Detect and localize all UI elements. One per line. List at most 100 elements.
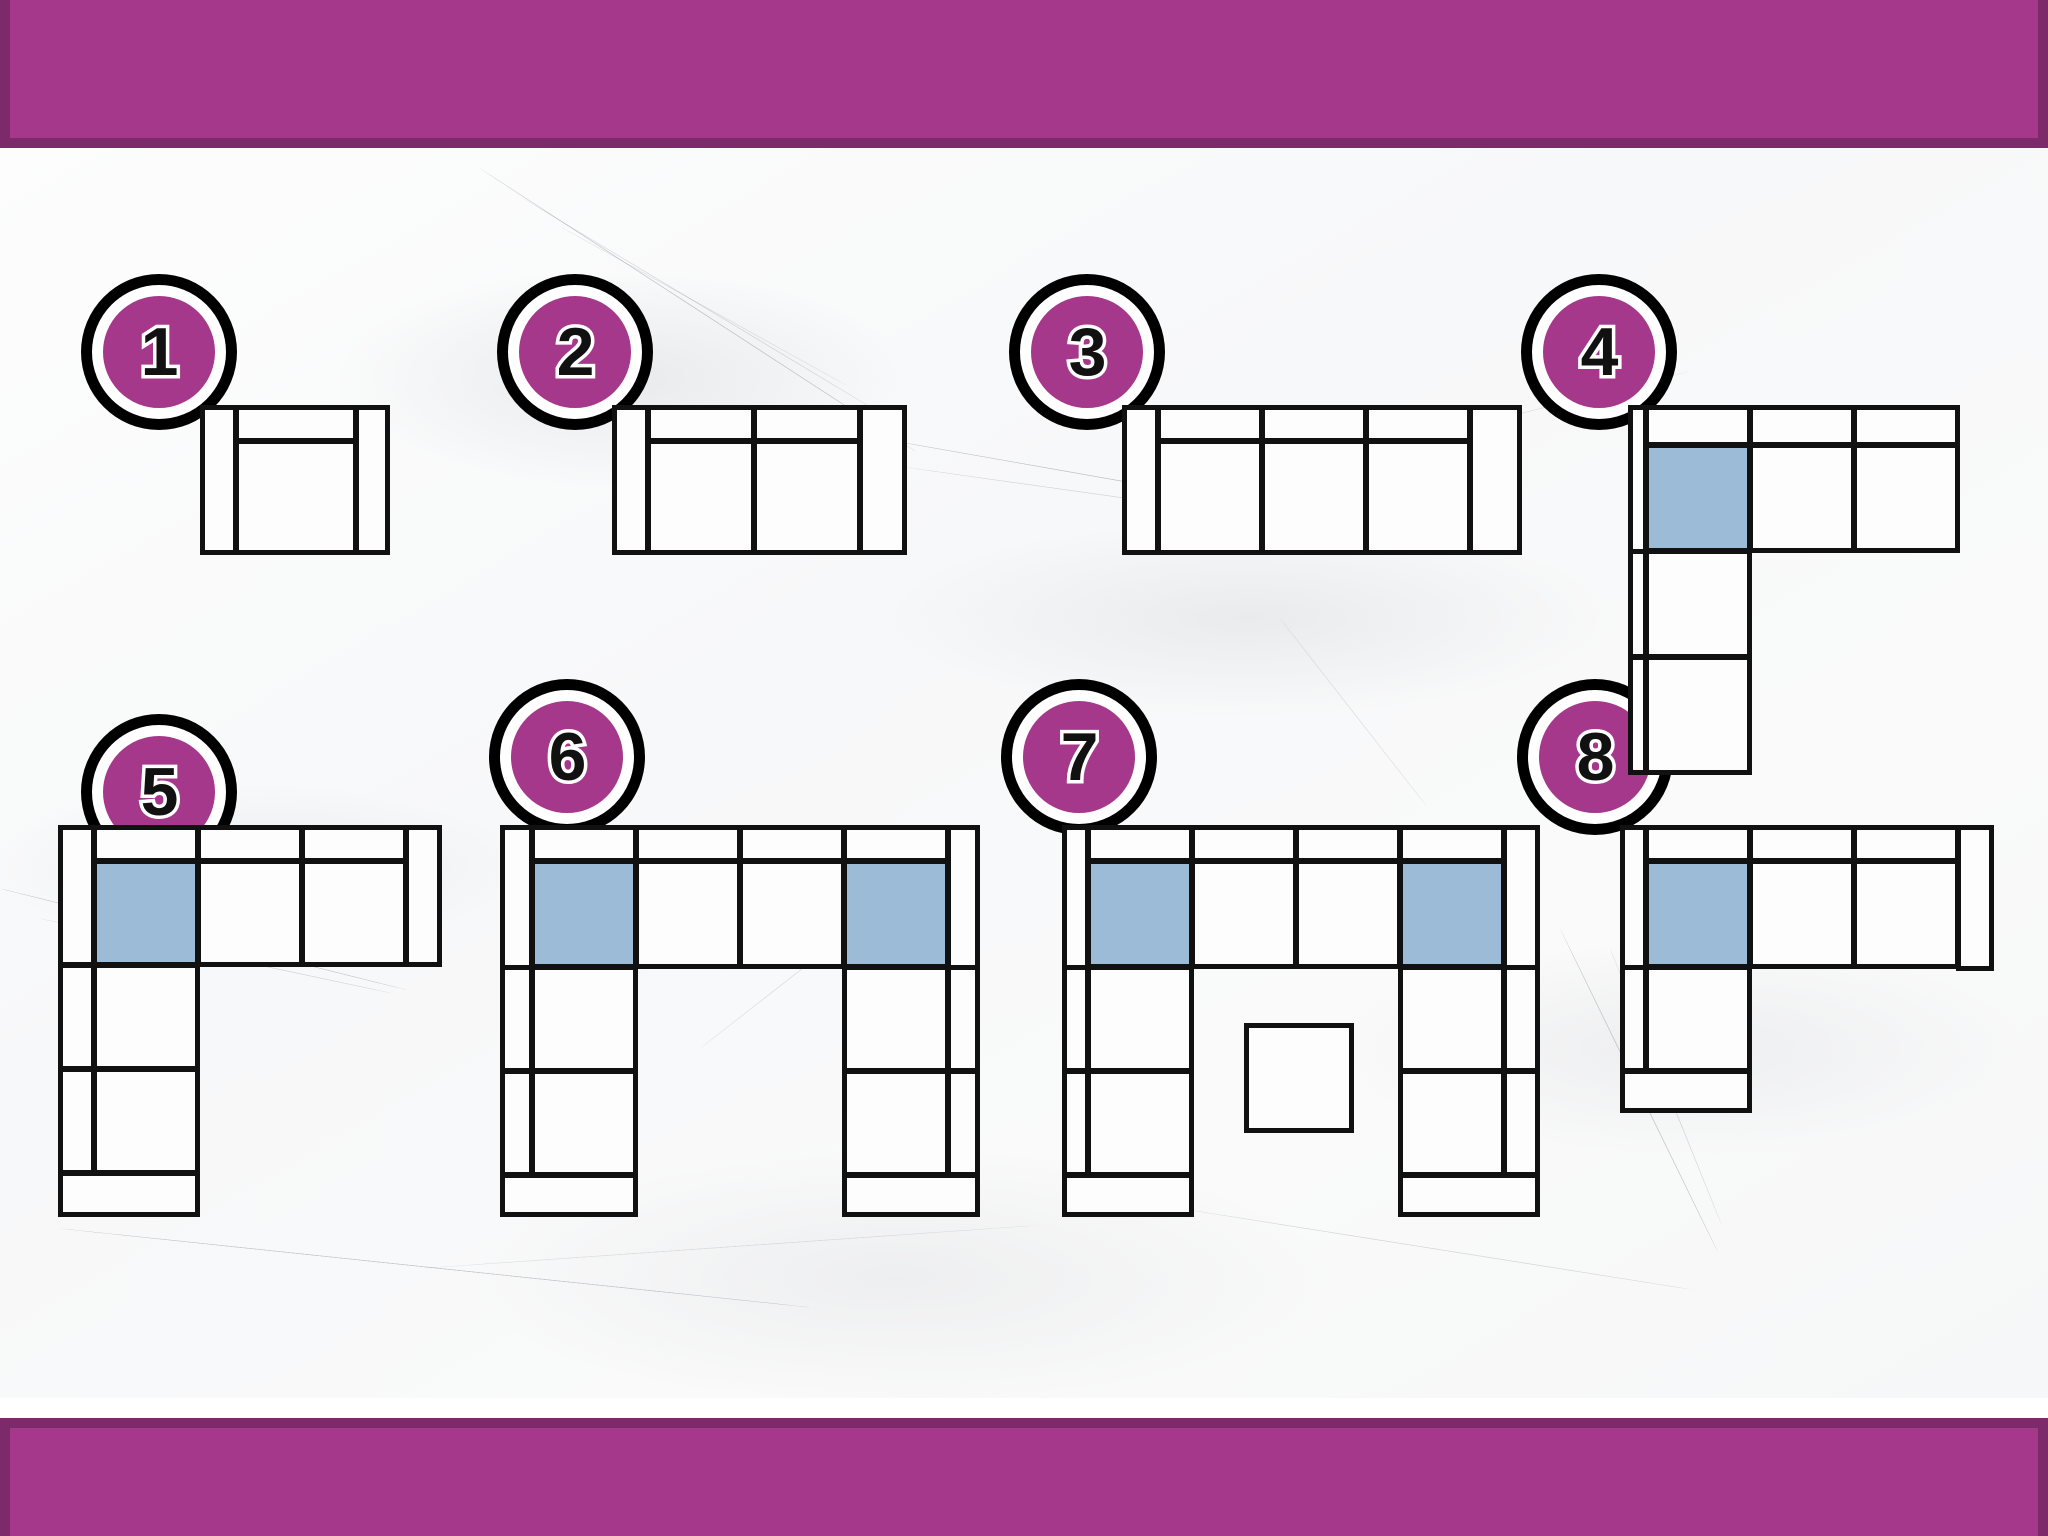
corner-seat-right[interactable] (842, 859, 950, 969)
right-side-arm-2[interactable] (1502, 1069, 1540, 1177)
left-leg-seat-2[interactable] (1086, 1069, 1194, 1177)
seat-1[interactable] (1156, 439, 1264, 555)
badge-6: 6 (500, 690, 634, 824)
left-leg-seat-2[interactable] (530, 1069, 638, 1177)
side-arm-2[interactable] (58, 1067, 96, 1175)
right-arm[interactable] (354, 405, 390, 555)
right-leg-seat-1[interactable] (1398, 965, 1506, 1073)
seat-down-2[interactable] (92, 1067, 200, 1175)
corner-seat[interactable] (1644, 859, 1752, 969)
badge-5-number: 5 (137, 754, 182, 830)
sofa-diagram-3[interactable] (1122, 405, 1522, 555)
seat-right-2[interactable] (300, 859, 408, 967)
back-panel-corner-right[interactable] (842, 825, 950, 863)
corner-seat-right[interactable] (1398, 859, 1506, 969)
seat-back-1[interactable] (1190, 859, 1298, 969)
back-panel-1[interactable] (646, 405, 756, 443)
right-side-arm-1[interactable] (1502, 965, 1540, 1073)
back-panel-2[interactable] (1852, 405, 1960, 447)
back-panel-corner-left[interactable] (530, 825, 638, 863)
right-leg-seat-2[interactable] (1398, 1069, 1506, 1177)
left-arm[interactable] (200, 405, 238, 555)
sofa-diagram-4[interactable] (1628, 405, 2028, 775)
right-leg-footer[interactable] (1398, 1173, 1540, 1217)
corner-seat-left[interactable] (1086, 859, 1194, 969)
seat-right-2[interactable] (1852, 859, 1960, 969)
corner-seat-left[interactable] (530, 859, 638, 969)
back-panel-1[interactable] (1748, 405, 1856, 447)
back-panel-corner[interactable] (92, 825, 200, 863)
side-arm-1[interactable] (58, 963, 96, 1071)
chaise-module[interactable] (58, 1171, 200, 1217)
left-leg-seat-1[interactable] (530, 965, 638, 1073)
back-panel-corner[interactable] (1644, 825, 1752, 863)
seat-down-1[interactable] (1644, 549, 1752, 659)
sofa-diagram-7[interactable] (1062, 825, 1562, 1220)
right-arm[interactable] (1468, 405, 1522, 555)
seat-3[interactable] (1364, 439, 1472, 555)
back-panel-corner-right[interactable] (1398, 825, 1506, 863)
left-side-arm-1[interactable] (500, 965, 534, 1073)
badge-8-number: 8 (1573, 719, 1618, 795)
bottom-accent-bar (0, 1418, 2048, 1536)
back-panel-1[interactable] (1190, 825, 1298, 863)
seat-down-2[interactable] (1644, 655, 1752, 775)
left-arm-top[interactable] (500, 825, 534, 971)
right-side-arm-2[interactable] (946, 1069, 980, 1177)
top-accent-bar (0, 0, 2048, 148)
seat-down-1[interactable] (92, 963, 200, 1071)
right-arm[interactable] (404, 825, 442, 967)
footer-module[interactable] (1620, 1069, 1752, 1113)
right-leg-seat-1[interactable] (842, 965, 950, 1073)
back-panel-2[interactable] (1294, 825, 1402, 863)
back-panel-2[interactable] (1260, 405, 1368, 443)
left-arm-top[interactable] (58, 825, 96, 967)
sofa-diagram-2[interactable] (612, 405, 907, 555)
back-panel-2[interactable] (738, 825, 846, 863)
corner-seat[interactable] (92, 859, 200, 967)
corner-seat[interactable] (1644, 443, 1752, 553)
left-side-arm-2[interactable] (500, 1069, 534, 1177)
back-panel-2[interactable] (300, 825, 408, 863)
left-leg-footer[interactable] (500, 1173, 638, 1217)
seat-right-1[interactable] (1748, 859, 1856, 969)
right-arm[interactable] (858, 405, 907, 555)
ottoman[interactable] (1244, 1023, 1354, 1133)
seat-back-2[interactable] (738, 859, 846, 969)
back-panel-corner[interactable] (1644, 405, 1752, 447)
sofa-diagram-6[interactable] (500, 825, 1020, 1220)
back-panel-2[interactable] (752, 405, 862, 443)
back-panel-1[interactable] (234, 405, 358, 443)
right-leg-seat-2[interactable] (842, 1069, 950, 1177)
seat-down-1[interactable] (1644, 965, 1752, 1073)
sofa-diagram-1[interactable] (200, 405, 390, 555)
seat-1[interactable] (234, 439, 358, 555)
seat-right-1[interactable] (1748, 443, 1856, 553)
left-arm[interactable] (612, 405, 650, 555)
seat-2[interactable] (1260, 439, 1368, 555)
right-arm-top[interactable] (946, 825, 980, 971)
left-leg-seat-1[interactable] (1086, 965, 1194, 1073)
back-panel-1[interactable] (1748, 825, 1856, 863)
left-arm[interactable] (1122, 405, 1160, 555)
seat-1[interactable] (646, 439, 756, 555)
back-panel-2[interactable] (1852, 825, 1960, 863)
sofa-diagram-8[interactable] (1620, 825, 2030, 1125)
back-panel-corner-left[interactable] (1086, 825, 1194, 863)
seat-right-2[interactable] (1852, 443, 1960, 553)
right-arm-top[interactable] (1502, 825, 1540, 971)
right-arm[interactable] (1956, 825, 1994, 971)
sofa-diagram-5[interactable] (58, 825, 468, 1220)
seat-back-1[interactable] (634, 859, 742, 969)
seat-back-2[interactable] (1294, 859, 1402, 969)
seat-right-1[interactable] (196, 859, 304, 967)
back-panel-3[interactable] (1364, 405, 1472, 443)
back-panel-1[interactable] (1156, 405, 1264, 443)
right-leg-footer[interactable] (842, 1173, 980, 1217)
right-side-arm-1[interactable] (946, 965, 980, 1073)
left-leg-footer[interactable] (1062, 1173, 1194, 1217)
seat-2[interactable] (752, 439, 862, 555)
back-panel-1[interactable] (196, 825, 304, 863)
back-panel-1[interactable] (634, 825, 742, 863)
